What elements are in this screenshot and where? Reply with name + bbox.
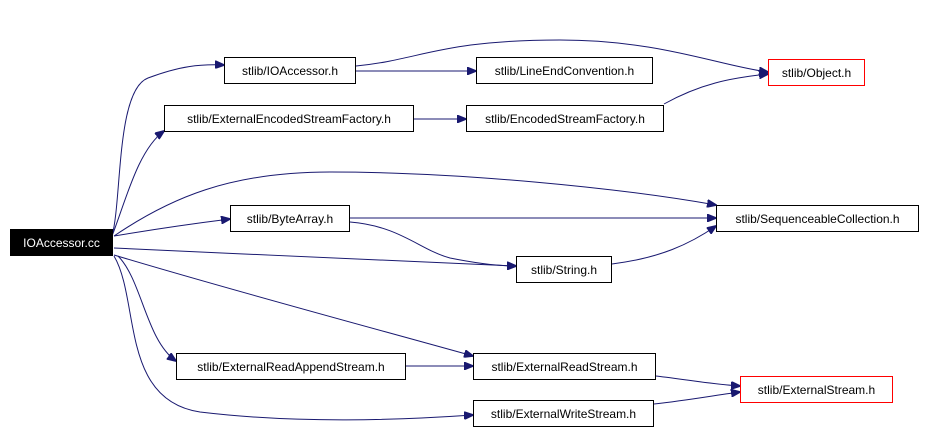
node-object-h[interactable]: stlib/Object.h bbox=[768, 59, 865, 86]
node-string-h[interactable]: stlib/String.h bbox=[516, 256, 612, 283]
node-ioaccessor-h[interactable]: stlib/IOAccessor.h bbox=[224, 57, 356, 84]
edge-extread-h-to-extstream-h bbox=[655, 375, 740, 386]
node-extenc-h[interactable]: stlib/ExternalEncodedStreamFactory.h bbox=[164, 105, 414, 132]
node-encfactory-h-label: stlib/EncodedStreamFactory.h bbox=[485, 111, 645, 126]
node-seqcoll-h[interactable]: stlib/SequenceableCollection.h bbox=[716, 205, 919, 232]
edge-ioaccessor-cc-to-seqcoll-h bbox=[113, 171, 716, 237]
node-extreadappend-h-label: stlib/ExternalReadAppendStream.h bbox=[197, 359, 385, 374]
node-extenc-h-label: stlib/ExternalEncodedStreamFactory.h bbox=[187, 111, 391, 126]
node-ioaccessor-cc-label: IOAccessor.cc bbox=[23, 235, 100, 250]
edge-ioaccessor-cc-to-string-h bbox=[113, 247, 516, 266]
node-bytearray-h-label: stlib/ByteArray.h bbox=[246, 211, 334, 226]
node-extstream-h-label: stlib/ExternalStream.h bbox=[757, 382, 876, 397]
node-extwrite-h-label: stlib/ExternalWriteStream.h bbox=[490, 406, 637, 421]
edge-ioaccessor-cc-to-extreadappend-h bbox=[117, 255, 176, 361]
edge-extwrite-h-to-extstream-h bbox=[653, 392, 740, 405]
node-ioaccessor-cc[interactable]: IOAccessor.cc bbox=[10, 229, 113, 256]
edge-ioaccessor-cc-to-extwrite-h bbox=[113, 255, 473, 421]
node-lineend-h[interactable]: stlib/LineEndConvention.h bbox=[476, 57, 653, 84]
edge-ioaccessor-cc-to-ioaccessor-h bbox=[111, 65, 224, 237]
edge-encfactory-h-to-object-h bbox=[663, 74, 768, 105]
edge-string-h-to-seqcoll-h bbox=[611, 226, 716, 265]
node-extread-h-label: stlib/ExternalReadStream.h bbox=[491, 359, 638, 374]
node-lineend-h-label: stlib/LineEndConvention.h bbox=[494, 63, 635, 78]
node-bytearray-h[interactable]: stlib/ByteArray.h bbox=[230, 205, 350, 232]
node-encfactory-h[interactable]: stlib/EncodedStreamFactory.h bbox=[466, 105, 664, 132]
node-extreadappend-h[interactable]: stlib/ExternalReadAppendStream.h bbox=[176, 353, 406, 380]
edge-ioaccessor-h-to-object-h bbox=[355, 39, 768, 72]
edge-ioaccessor-cc-to-bytearray-h bbox=[113, 219, 230, 237]
node-extwrite-h[interactable]: stlib/ExternalWriteStream.h bbox=[473, 400, 654, 427]
node-ioaccessor-h-label: stlib/IOAccessor.h bbox=[241, 63, 339, 78]
edge-bytearray-h-to-string-h bbox=[349, 221, 516, 266]
node-extread-h[interactable]: stlib/ExternalReadStream.h bbox=[473, 353, 656, 380]
node-string-h-label: stlib/String.h bbox=[530, 262, 598, 277]
edge-ioaccessor-cc-to-extread-h bbox=[113, 254, 473, 356]
node-object-h-label: stlib/Object.h bbox=[781, 65, 852, 80]
node-seqcoll-h-label: stlib/SequenceableCollection.h bbox=[735, 211, 900, 226]
edge-ioaccessor-cc-to-extenc-h bbox=[111, 131, 164, 237]
node-extstream-h[interactable]: stlib/ExternalStream.h bbox=[740, 376, 893, 403]
